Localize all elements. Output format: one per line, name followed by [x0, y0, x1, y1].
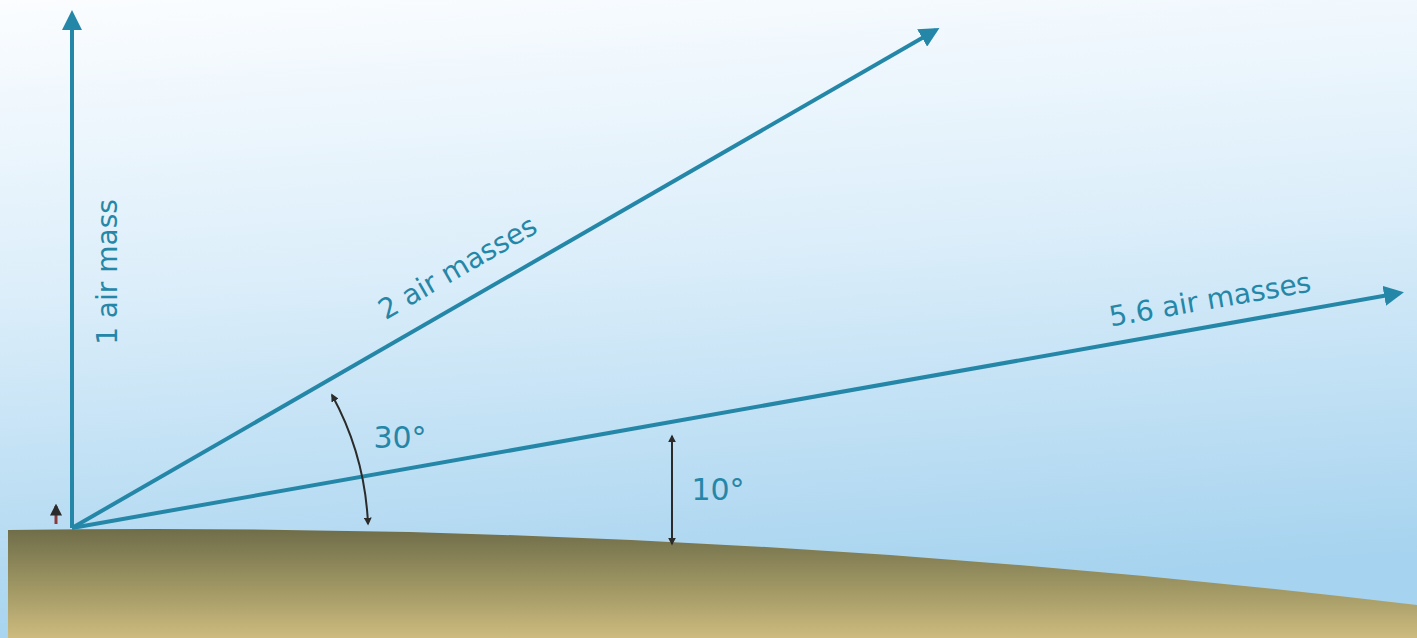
observer-marker — [55, 506, 58, 524]
zenith-ray — [70, 14, 74, 528]
angle-label: 30° — [373, 423, 426, 453]
ray-10-degrees — [72, 293, 1400, 528]
angle-arc — [332, 395, 368, 524]
angle-arrow — [671, 436, 673, 544]
angle-label: 10° — [691, 475, 744, 505]
ray-label: 1 air mass — [94, 199, 122, 345]
earth-surface — [8, 529, 1417, 638]
